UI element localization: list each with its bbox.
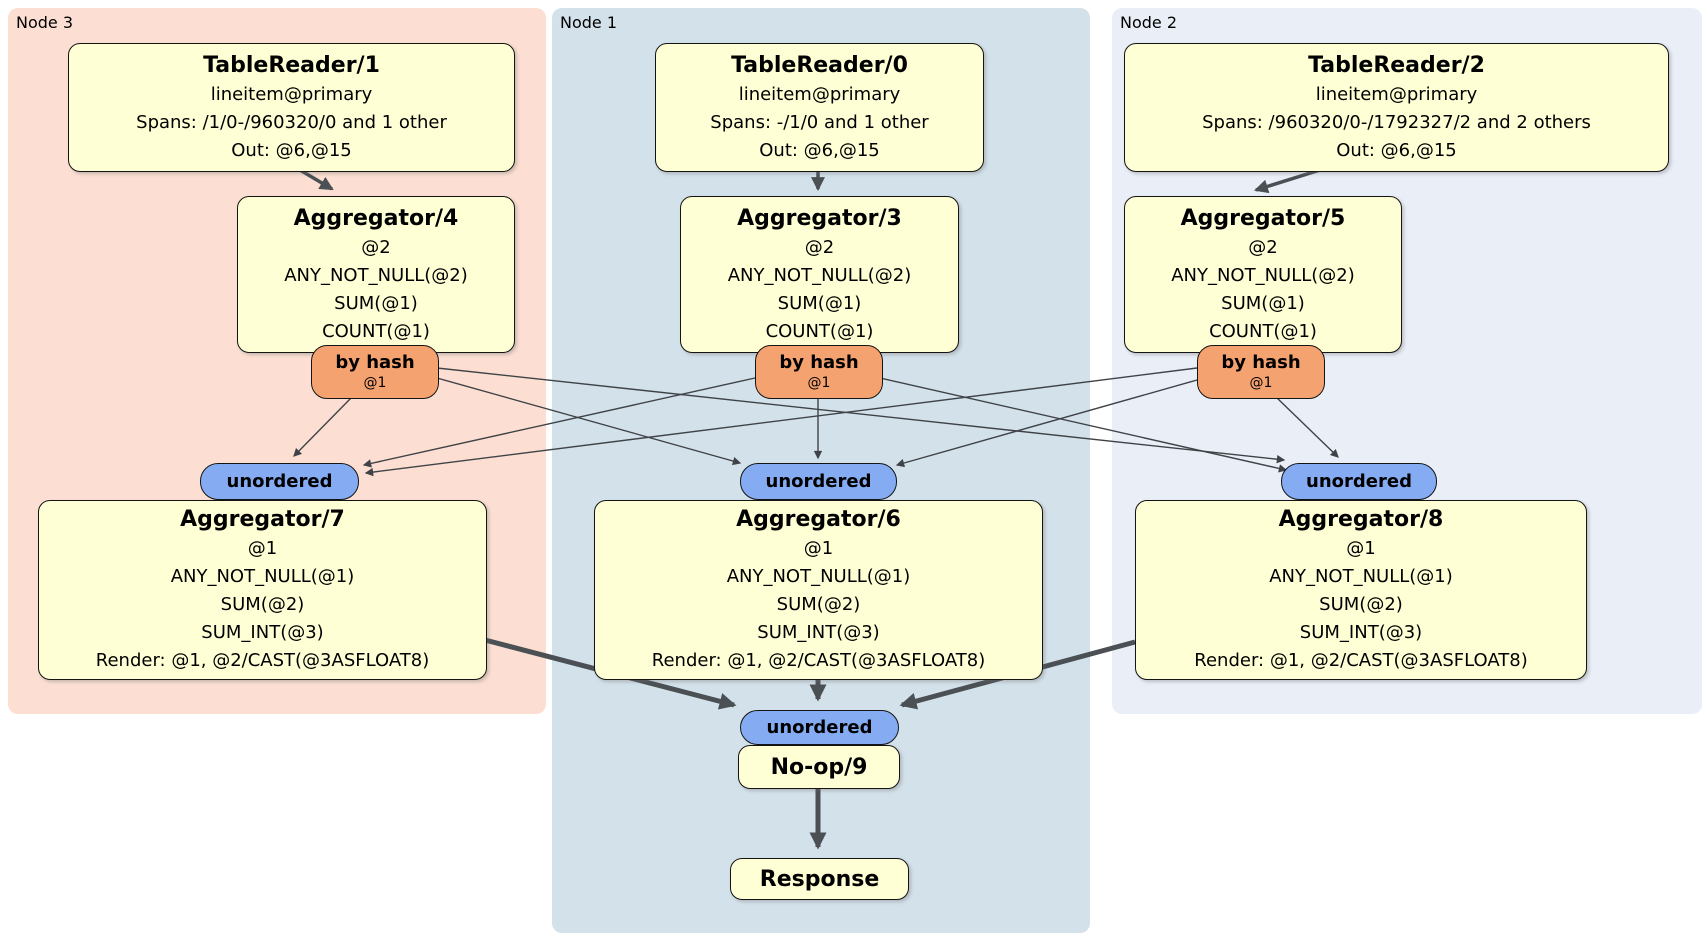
- processor-line: ANY_NOT_NULL(@1): [1269, 566, 1453, 587]
- processor-line: SUM(@1): [777, 292, 862, 314]
- processor-line: @1: [803, 538, 834, 559]
- cluster-label-node2: Node 2: [1120, 13, 1178, 32]
- processor-line: Spans: /960320/0-/1792327/2 and 2 others: [1202, 111, 1591, 133]
- processor-aggregator-8: Aggregator/8 @1 ANY_NOT_NULL(@1) SUM(@2)…: [1135, 500, 1587, 680]
- processor-line: lineitem@primary: [210, 83, 373, 105]
- processor-title: Aggregator/5: [1180, 205, 1346, 231]
- processor-line: Render: @1, @2/CAST(@3ASFLOAT8): [95, 650, 430, 671]
- processor-line: @2: [361, 236, 391, 258]
- response-node: Response: [730, 858, 909, 900]
- stream-unordered-8: unordered: [1281, 463, 1437, 500]
- processor-line: lineitem@primary: [738, 83, 901, 105]
- processor-line: ANY_NOT_NULL(@1): [170, 566, 355, 587]
- processor-line: @1: [1346, 538, 1376, 559]
- processor-line: Out: @6,@15: [1336, 139, 1457, 161]
- processor-line: Render: @1, @2/CAST(@3ASFLOAT8): [1194, 650, 1528, 671]
- router-label: by hash: [335, 352, 415, 373]
- processor-line: SUM(@1): [1221, 292, 1305, 314]
- processor-line: COUNT(@1): [765, 320, 874, 342]
- processor-tablereader-2: TableReader/2 lineitem@primary Spans: /9…: [1124, 43, 1669, 172]
- processor-line: SUM(@2): [776, 594, 861, 615]
- router-key: @1: [363, 375, 387, 391]
- router-by-hash-5: by hash @1: [1197, 345, 1325, 399]
- cluster-label-node3: Node 3: [16, 13, 74, 32]
- stream-label: unordered: [1306, 471, 1412, 492]
- processor-line: @2: [1248, 236, 1278, 258]
- processor-title: TableReader/0: [731, 52, 908, 78]
- processor-line: SUM(@2): [1319, 594, 1403, 615]
- processor-line: ANY_NOT_NULL(@2): [284, 264, 468, 286]
- router-label: by hash: [1221, 352, 1301, 373]
- stream-unordered-7: unordered: [200, 463, 359, 500]
- router-key: @1: [807, 375, 831, 391]
- processor-tablereader-1: TableReader/1 lineitem@primary Spans: /1…: [68, 43, 515, 172]
- processor-line: SUM(@2): [220, 594, 305, 615]
- processor-line: Spans: -/1/0 and 1 other: [710, 111, 929, 133]
- router-key: @1: [1249, 375, 1273, 391]
- processor-aggregator-5: Aggregator/5 @2 ANY_NOT_NULL(@2) SUM(@1)…: [1124, 196, 1402, 353]
- processor-title: TableReader/2: [1308, 52, 1485, 78]
- processor-line: Out: @6,@15: [231, 139, 352, 161]
- processor-line: COUNT(@1): [322, 320, 430, 342]
- stream-label: unordered: [765, 471, 872, 492]
- router-label: by hash: [779, 352, 859, 373]
- processor-aggregator-4: Aggregator/4 @2 ANY_NOT_NULL(@2) SUM(@1)…: [237, 196, 515, 353]
- stream-unordered-final: unordered: [740, 710, 899, 745]
- processor-aggregator-6: Aggregator/6 @1 ANY_NOT_NULL(@1) SUM(@2)…: [594, 500, 1043, 680]
- processor-line: Spans: /1/0-/960320/0 and 1 other: [136, 111, 447, 133]
- processor-tablereader-0: TableReader/0 lineitem@primary Spans: -/…: [655, 43, 984, 172]
- processor-line: SUM(@1): [334, 292, 418, 314]
- router-by-hash-3: by hash @1: [755, 345, 883, 399]
- processor-title: TableReader/1: [203, 52, 380, 78]
- router-by-hash-4: by hash @1: [311, 345, 439, 399]
- processor-line: Render: @1, @2/CAST(@3ASFLOAT8): [651, 650, 986, 671]
- cluster-label-node1: Node 1: [560, 13, 618, 32]
- processor-line: COUNT(@1): [1209, 320, 1317, 342]
- processor-title: Aggregator/4: [293, 205, 459, 231]
- processor-line: ANY_NOT_NULL(@2): [1171, 264, 1355, 286]
- processor-line: ANY_NOT_NULL(@2): [727, 264, 912, 286]
- stream-unordered-6: unordered: [740, 463, 897, 500]
- stream-label: unordered: [226, 471, 333, 492]
- processor-noop-9: No-op/9: [738, 745, 900, 789]
- processor-title: Aggregator/7: [180, 507, 345, 532]
- processor-title: Aggregator/6: [736, 507, 901, 532]
- response-title: Response: [759, 866, 880, 892]
- processor-aggregator-7: Aggregator/7 @1 ANY_NOT_NULL(@1) SUM(@2)…: [38, 500, 487, 680]
- processor-line: @1: [247, 538, 278, 559]
- stream-label: unordered: [766, 717, 873, 738]
- processor-line: lineitem@primary: [1315, 83, 1478, 105]
- processor-line: ANY_NOT_NULL(@1): [726, 566, 911, 587]
- processor-title: No-op/9: [770, 754, 868, 780]
- processor-title: Aggregator/3: [737, 205, 902, 231]
- processor-line: SUM_INT(@3): [201, 622, 324, 643]
- processor-aggregator-3: Aggregator/3 @2 ANY_NOT_NULL(@2) SUM(@1)…: [680, 196, 959, 353]
- processor-line: Out: @6,@15: [759, 139, 880, 161]
- processor-line: @2: [804, 236, 835, 258]
- processor-line: SUM_INT(@3): [757, 622, 880, 643]
- processor-title: Aggregator/8: [1278, 507, 1444, 532]
- processor-line: SUM_INT(@3): [1299, 622, 1423, 643]
